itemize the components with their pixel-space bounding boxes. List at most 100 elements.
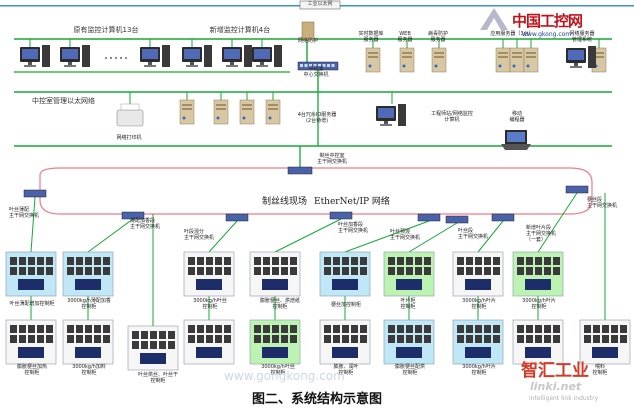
cabinet-top-1 [5,251,57,297]
monitor-pc-5 [222,45,252,67]
port [304,64,308,67]
bay [216,108,226,110]
io-module [342,257,349,265]
monitor-pc-1 [20,45,50,67]
firewall-device [301,21,315,41]
bay [594,52,604,54]
io-module [290,267,297,275]
io-module [360,335,367,343]
base [144,65,156,67]
io-module [224,257,231,265]
screen [62,49,78,59]
io-module [263,257,270,265]
io-module [28,335,35,343]
port [309,64,312,67]
field-drop [477,220,504,253]
screen [142,49,158,59]
cabinet-top-6 [383,251,435,297]
ring-protocol-label: EtherNet/IP 网络 [314,197,390,207]
top-server-3 [431,47,447,73]
printer-icon [116,103,144,127]
stand [148,62,152,65]
io-module [254,267,261,275]
monitor-pc-4 [182,45,212,67]
hmi-panel [465,279,491,290]
io-module [544,335,551,343]
io-module [46,325,53,333]
base [256,65,268,67]
monitor-pc-2 [60,45,90,67]
io-module [19,325,26,333]
base [380,124,392,126]
io-module [324,267,331,275]
base [24,65,36,67]
bay [434,52,444,54]
io-module [466,335,473,343]
printer-label: 网络打印机 [116,135,142,141]
tower [244,45,252,67]
io-module [620,335,627,343]
io-module [324,325,331,333]
network-mgmt-label: 网络服务器 管理系统 [569,31,595,43]
cabinet-top-label-4: 膨胀梗丝、烘焙纸 控制柜 [259,298,300,310]
server-body [509,47,525,73]
io-module [351,257,358,265]
io-module [76,335,83,343]
io-module [37,335,44,343]
io-module [197,267,204,275]
io-module [67,335,74,343]
io-module [272,335,279,343]
switch-label-7: 新增叶片段 主干网交换机 （一套） [526,225,557,243]
io-module [406,325,413,333]
io-module [10,257,17,265]
io-module [188,335,195,343]
tower [274,45,282,67]
io-module [484,325,491,333]
io-module [19,257,26,265]
io-module [351,325,358,333]
network-mgmt-pc [566,46,596,68]
bay [526,56,536,58]
monitor-pc-6 [252,45,282,67]
led [402,64,406,68]
io-module [593,335,600,343]
io-module [415,325,422,333]
cabinet-top-label-8: 3000kg/h叶片 控制柜 [522,298,556,310]
io-module [197,335,204,343]
io-module [159,331,166,339]
io-module [535,257,542,265]
io-module [132,341,139,349]
top-network-tag [299,0,341,10]
screen [22,49,38,59]
bay [268,108,278,110]
cabinet-bottom-4 [249,319,301,365]
screen [224,49,240,59]
base [186,65,198,67]
io-module [342,325,349,333]
ellipsis-dot [110,57,112,59]
bay [434,56,444,58]
io-module [593,325,600,333]
led [268,116,272,120]
io-module [281,335,288,343]
io-module [281,257,288,265]
field-switch-7 [491,213,515,222]
io-module [493,257,500,265]
field-drop [87,218,134,253]
server-body [213,99,229,125]
hmi-panel [75,347,101,358]
io-module [263,325,270,333]
top-server-6 [523,47,539,73]
io-module [517,257,524,265]
switch-label-4: 叶丝加香段 主干网交换机 [338,222,369,234]
io-module [94,325,101,333]
server-body [265,99,281,125]
cabinet-bottom-1 [5,319,57,365]
io-module [397,257,404,265]
io-module [85,335,92,343]
io-server-1 [179,99,195,125]
io-module [94,335,101,343]
top-network-label: 工业以太网 [307,1,333,7]
tower [42,45,50,67]
io-module [46,335,53,343]
